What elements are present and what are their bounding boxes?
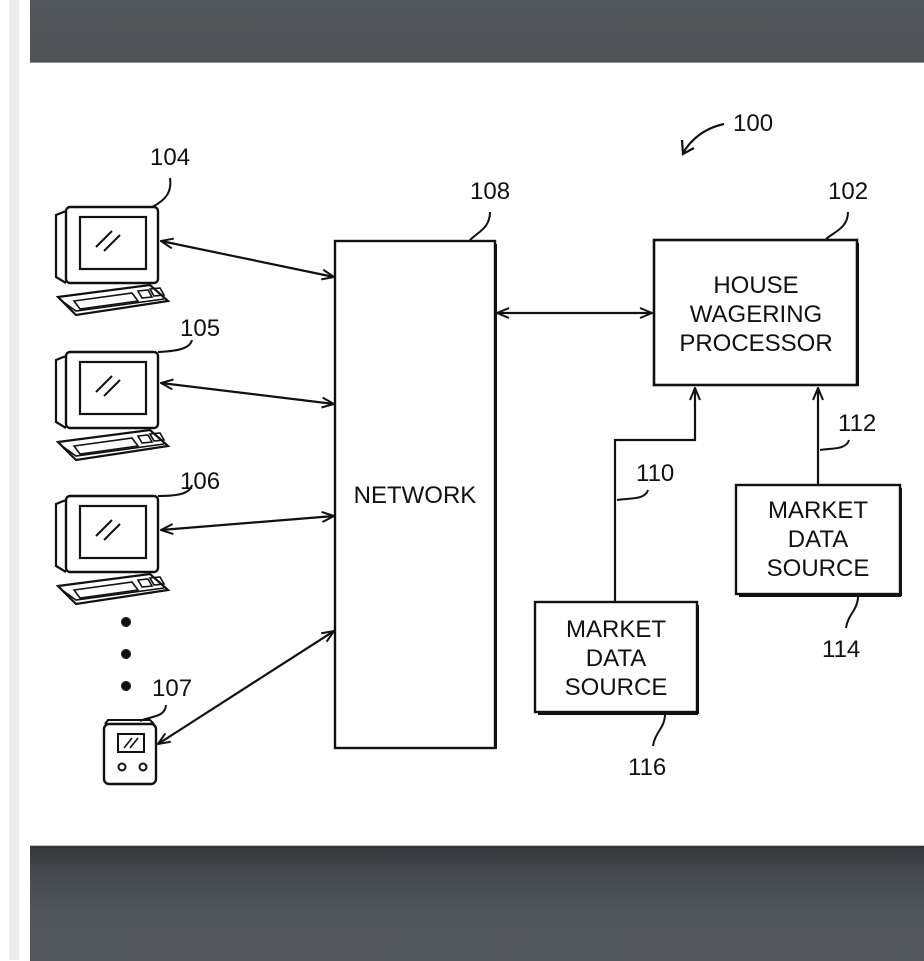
house-wagering-processor-box: HOUSE WAGERING PROCESSOR 102 <box>652 178 868 387</box>
market-data-source-114: MARKET DATA SOURCE 114 <box>734 483 902 663</box>
terminal-104: 104 <box>54 144 190 317</box>
patent-figure-canvas: 100 104 105 106 107 <box>30 63 924 845</box>
system-diagram: 100 104 105 106 107 <box>54 110 902 786</box>
ref-116-label: 116 <box>628 754 666 781</box>
more-terminals-ellipsis <box>121 617 131 691</box>
ref-100-label: 100 <box>733 110 773 137</box>
ref-108-label: 108 <box>470 178 510 205</box>
left-rail <box>0 0 30 960</box>
desktop-computer-icon <box>54 494 170 606</box>
house-label-line-3: PROCESSOR <box>679 330 832 357</box>
ref-114-label: 114 <box>822 636 860 663</box>
market-116-line-2: DATA <box>586 645 646 672</box>
ref-106-label: 106 <box>180 468 220 495</box>
market-116-line-1: MARKET <box>566 616 666 643</box>
ref-105-label: 105 <box>180 315 220 342</box>
link-107-network <box>158 631 334 744</box>
link-110: 110 <box>613 388 695 602</box>
market-116-line-3: SOURCE <box>565 674 668 701</box>
ref-112-label: 112 <box>838 410 876 437</box>
market-114-line-1: MARKET <box>768 497 868 524</box>
ref-104-label: 104 <box>150 144 190 171</box>
house-label-line-2: WAGERING <box>690 301 822 328</box>
system-reference: 100 <box>680 110 773 156</box>
link-105-network <box>161 383 334 404</box>
desktop-computer-icon <box>54 205 170 317</box>
market-114-line-2: DATA <box>788 526 848 553</box>
viewer-top-bar <box>30 0 924 63</box>
handheld-device-icon <box>102 719 158 786</box>
viewer-bottom-bar <box>30 845 924 961</box>
terminal-106: 106 <box>54 468 220 606</box>
market-data-source-116: MARKET DATA SOURCE 116 <box>533 600 699 781</box>
scroll-strip <box>9 0 19 960</box>
ref-110-label: 110 <box>636 460 674 487</box>
network-label: NETWORK <box>354 482 477 509</box>
link-106-network <box>161 516 334 530</box>
ref-107-label: 107 <box>152 675 192 702</box>
market-114-line-3: SOURCE <box>767 555 870 582</box>
desktop-computer-icon <box>54 350 170 462</box>
link-112: 112 <box>818 388 876 485</box>
ref-102-label: 102 <box>828 178 868 205</box>
link-104-network <box>161 241 334 277</box>
house-label-line-1: HOUSE <box>713 272 798 299</box>
terminal-105: 105 <box>54 315 220 462</box>
terminal-network-links <box>158 241 334 744</box>
network-box: NETWORK 108 <box>333 178 510 750</box>
